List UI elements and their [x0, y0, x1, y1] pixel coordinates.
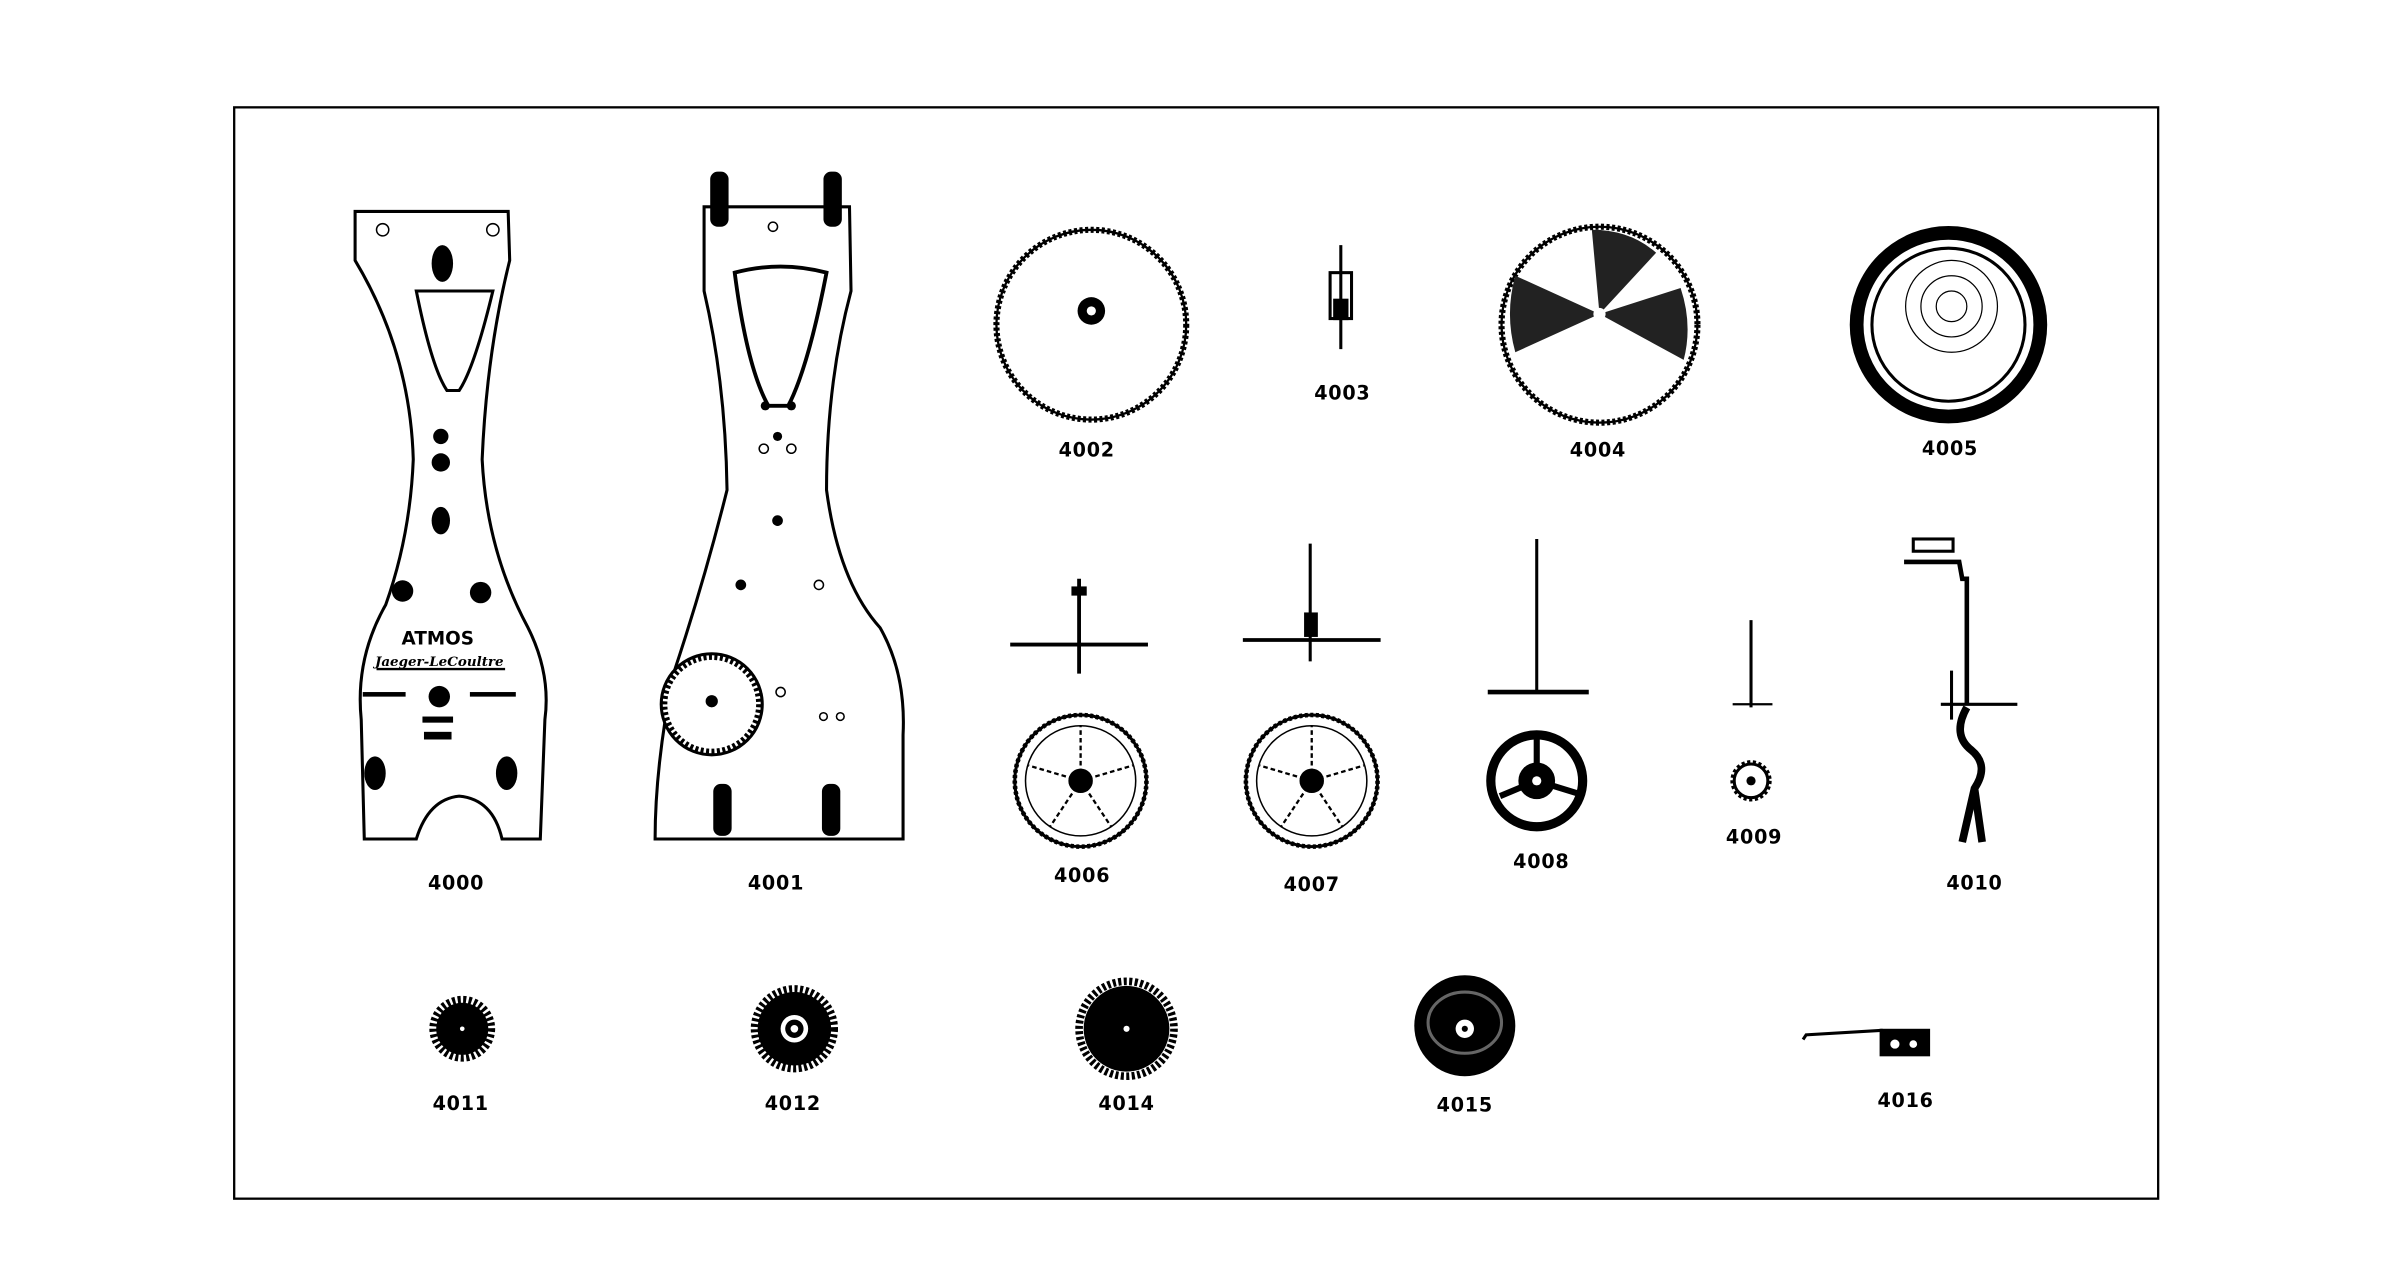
part-4002-wheel [993, 226, 1190, 423]
part-4006-wheel [1010, 578, 1149, 849]
part-label-4016: 4016 [1877, 1089, 1933, 1112]
part-label-4004: 4004 [1570, 438, 1626, 461]
part-4008-wheel [1486, 538, 1589, 832]
part-4001-back-plate [653, 171, 905, 841]
part-label-4010: 4010 [1946, 871, 2002, 894]
part-label-4008: 4008 [1513, 850, 1569, 873]
part-label-4011: 4011 [433, 1092, 489, 1115]
part-4015-gear [1414, 975, 1516, 1077]
part-4003-pinion [1328, 245, 1354, 350]
plate-brand-text: ATMOS [402, 629, 474, 650]
part-label-4009: 4009 [1726, 826, 1782, 849]
part-4009-small-wheel [1730, 620, 1773, 802]
part-4007-wheel [1242, 543, 1381, 849]
part-label-4001: 4001 [748, 871, 804, 894]
part-label-4003: 4003 [1314, 382, 1370, 405]
diagram-frame [233, 106, 2160, 1200]
part-label-4012: 4012 [765, 1092, 821, 1115]
part-label-4000: 4000 [428, 871, 484, 894]
part-4011-gear [429, 995, 496, 1062]
part-label-4007: 4007 [1284, 873, 1340, 896]
part-label-4006: 4006 [1054, 864, 1110, 887]
part-4000-front-plate: ATMOS Jaeger-LeCoultre [353, 209, 548, 841]
part-label-4002: 4002 [1059, 438, 1115, 461]
part-label-4005: 4005 [1922, 437, 1978, 460]
part-4010-lever-assembly [1904, 537, 2018, 843]
part-label-4014: 4014 [1098, 1092, 1154, 1115]
part-4016-spring-lever [1801, 1028, 1931, 1057]
part-4012-gear [750, 985, 839, 1073]
part-4014-gear [1075, 977, 1178, 1081]
part-label-4015: 4015 [1437, 1093, 1493, 1116]
plate-maker-text: Jaeger-LeCoultre [372, 655, 504, 670]
part-4005-barrel [1849, 225, 2048, 424]
part-4004-wheel [1498, 223, 1701, 426]
